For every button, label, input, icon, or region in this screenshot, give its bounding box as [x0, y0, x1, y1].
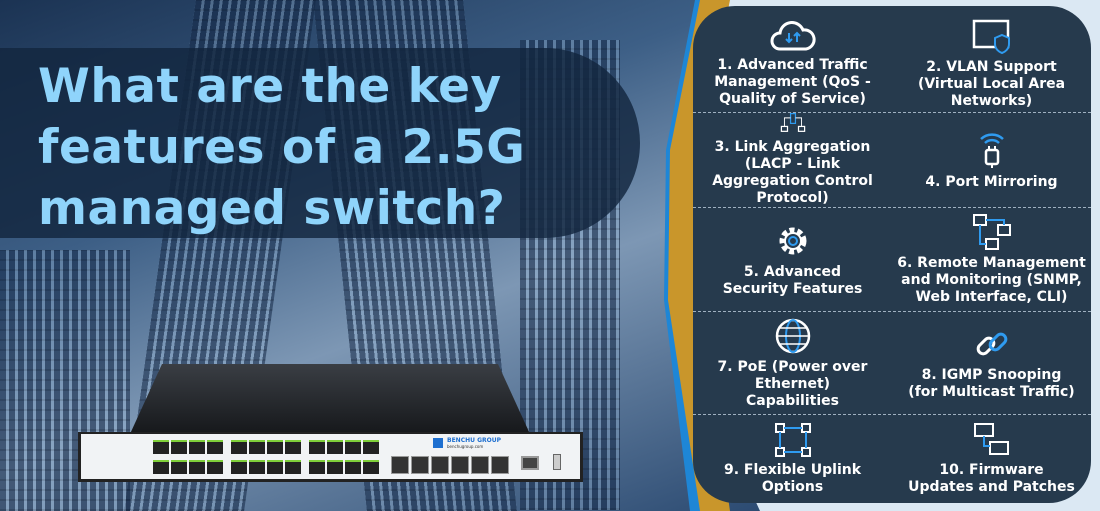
rj45-port [327, 440, 343, 454]
rj45-port [153, 440, 169, 454]
feature-row: 5. Advanced Security Features 6. Remote … [693, 208, 1091, 312]
feature-2: 2. VLAN Support (Virtual Local Area Netw… [892, 6, 1091, 112]
screens-icon [973, 423, 1009, 455]
cloud-sync-icon [770, 20, 816, 50]
feature-3: 3. Link Aggregation (LACP - Link Aggrega… [693, 113, 892, 207]
feature-10: 10. Firmware Updates and Patches [892, 415, 1091, 503]
sfp-port [411, 456, 429, 474]
sfp-port [451, 456, 469, 474]
network-nodes-icon [972, 214, 1011, 250]
rj45-port [189, 460, 205, 474]
brand-website: benchugroup.com [447, 444, 484, 449]
rj45-port [207, 440, 223, 454]
sfp-port [471, 456, 489, 474]
sfp-port [391, 456, 409, 474]
feature-4: 4. Port Mirroring [892, 113, 1091, 207]
switch-image: BENCHU GROUP benchugroup.com [70, 362, 590, 482]
feature-row: 9. Flexible Uplink Options 10. Firmware … [693, 415, 1091, 503]
rj45-port [309, 440, 325, 454]
rj45-port [171, 440, 187, 454]
feature-5: 5. Advanced Security Features [693, 208, 892, 311]
rj45-port [153, 460, 169, 474]
sfp-port [431, 456, 449, 474]
rj45-port [327, 460, 343, 474]
rj45-port [267, 440, 283, 454]
rj45-port [231, 440, 247, 454]
rj45-port [285, 440, 301, 454]
features-panel: 1. Advanced Traffic Management (QoS - Qu… [693, 6, 1091, 503]
nodes-square-icon [774, 423, 811, 457]
feature-6: 6. Remote Management and Monitoring (SNM… [892, 208, 1091, 311]
monitor-shield-icon [972, 19, 1010, 54]
sfp-port [491, 456, 509, 474]
rj45-port [345, 440, 361, 454]
rj45-port [249, 460, 265, 474]
feature-row: 7. PoE (Power over Ethernet) Capabilitie… [693, 312, 1091, 415]
rj45-port [363, 440, 379, 454]
rj45-port [345, 460, 361, 474]
feature-8: 8. IGMP Snooping (for Multicast Traffic) [892, 312, 1091, 414]
globe-icon [775, 318, 810, 353]
rj45-port [249, 440, 265, 454]
rj45-port [207, 460, 223, 474]
rj45-port [285, 460, 301, 474]
feature-row: 3. Link Aggregation (LACP - Link Aggrega… [693, 113, 1091, 208]
rj45-port [309, 460, 325, 474]
rj45-port [189, 440, 205, 454]
rj45-port [171, 460, 187, 474]
chain-link-icon [976, 332, 1007, 356]
wireless-plug-icon [979, 132, 1004, 168]
server-network-icon [780, 113, 805, 132]
feature-9: 9. Flexible Uplink Options [693, 415, 892, 503]
feature-7: 7. PoE (Power over Ethernet) Capabilitie… [693, 312, 892, 414]
gear-icon [779, 227, 806, 254]
feature-1: 1. Advanced Traffic Management (QoS - Qu… [693, 6, 892, 112]
rj45-port [363, 460, 379, 474]
brand-logo-text: BENCHU GROUP [447, 437, 501, 444]
title-panel [0, 48, 640, 238]
rj45-port [231, 460, 247, 474]
page-title: What are the key features of a 2.5G mana… [38, 59, 526, 236]
feature-row: 1. Advanced Traffic Management (QoS - Qu… [693, 6, 1091, 113]
rj45-port [267, 460, 283, 474]
